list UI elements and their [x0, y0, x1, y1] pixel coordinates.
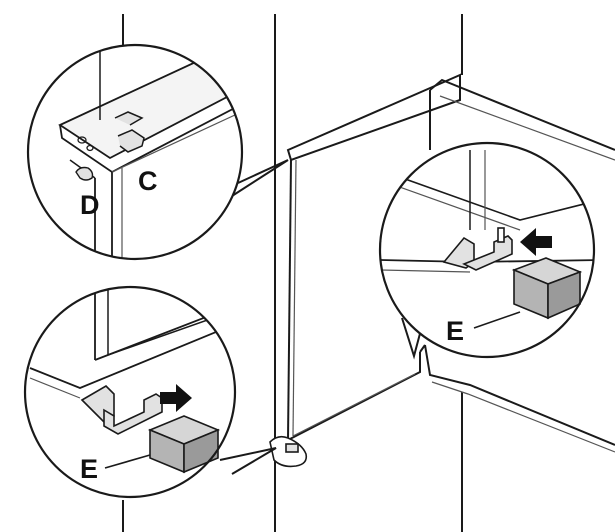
- arrow-right-icon: [160, 384, 192, 412]
- leader-e-left: [104, 454, 151, 469]
- label-c: C: [138, 166, 158, 196]
- label-d: D: [80, 190, 100, 220]
- hinge-bracket-left: [80, 384, 163, 435]
- leader-e-right: [473, 311, 521, 329]
- callout-pointers: [219, 159, 423, 475]
- hinge-bracket-right: [442, 227, 513, 271]
- label-e-right: E: [446, 316, 464, 346]
- arrow-left-icon: [520, 228, 552, 256]
- magnifier-top-left: C D: [26, 43, 244, 261]
- magnifier-right: E: [378, 141, 596, 359]
- spacer-block-right: [511, 257, 583, 320]
- magnifier-bottom-left: E: [23, 285, 237, 499]
- bottom-hinge-detail: [269, 435, 308, 468]
- label-e-left: E: [80, 454, 98, 484]
- cabinet-opening-frame: [419, 78, 615, 453]
- spacer-block-left: [147, 415, 221, 474]
